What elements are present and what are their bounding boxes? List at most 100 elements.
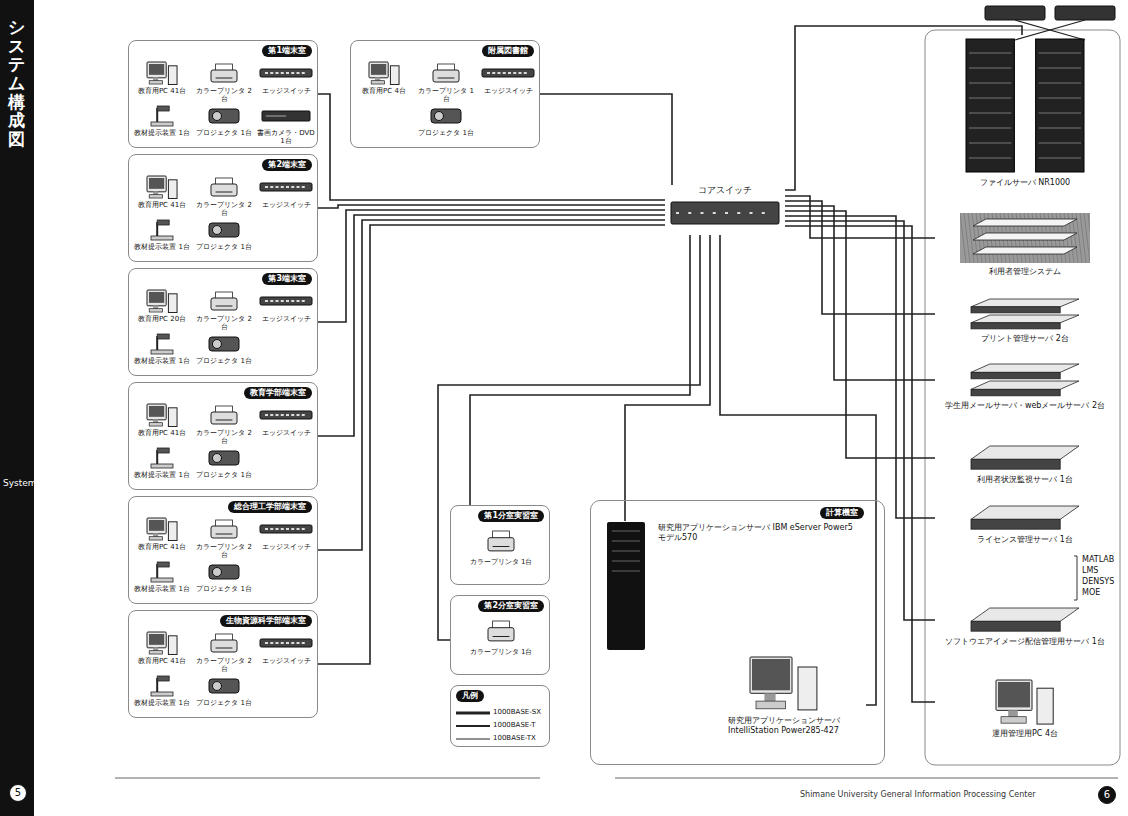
pc-drawing [146,631,178,655]
room-title: 第2分室実習室 [478,600,544,612]
license-item: MATLAB [1082,555,1114,564]
projector-drawing [208,449,240,467]
device-caption: 教材提示装置 1台 [133,471,191,479]
network-cable [438,235,700,640]
server-caption: ソフトウエアイメージ配信管理用サーバ 1台 [935,637,1115,647]
switch-drawing [259,410,313,420]
device-caption: エッジスイッチ [257,657,315,665]
room-title: 第1端末室 [262,45,312,57]
switch-drawing [259,524,313,534]
dvd-icon [261,110,311,122]
projector-drawing [208,563,240,581]
projector-drawing [208,221,240,239]
printer-icon [210,291,238,311]
room-title: 第3端末室 [262,273,312,285]
doccam-drawing [150,219,174,241]
pc-drawing [749,656,819,711]
device-caption: カラープリンタ 1台 [417,87,475,103]
license-bracket [1074,556,1077,600]
doccam-icon [150,675,174,697]
server-caption: 運用管理用PC 4台 [935,729,1115,739]
room-title: 第1分室実習室 [478,510,544,522]
printer-icon [210,405,238,425]
device-caption: エッジスイッチ [257,315,315,323]
printer-drawing [210,291,238,311]
doccam-drawing [150,447,174,469]
device-node: プリント管理サーバ 2台 [935,297,1115,352]
printer-icon [210,633,238,653]
page-number: 5 [9,784,27,802]
device-node: ファイルサーバ NR1000 [935,35,1115,200]
device-caption: 教材提示装置 1台 [133,129,191,137]
device-caption: カラープリンタ 2台 [195,87,253,103]
switch-drawing [670,201,780,225]
device-caption: エッジスイッチ [257,429,315,437]
device-caption: 教育用PC 41台 [133,87,191,95]
switch-drawing [259,296,313,306]
device-caption: プロジェクタ 1台 [195,243,253,251]
device-caption: 教育用PC 41台 [133,543,191,551]
server-caption: 利用者管理システム [935,267,1115,277]
license-item: DENSYS [1082,577,1114,586]
legend-title: 凡例 [456,690,484,702]
doccam-drawing [150,105,174,127]
pc-drawing [146,517,178,541]
projector-icon [430,107,462,125]
switch-drawing [259,68,313,78]
pc-icon [368,61,400,85]
room-title: 教育学部端末室 [244,387,312,399]
footer-text: Shimane University General Information P… [800,790,1036,799]
device-caption: プロジェクタ 1台 [195,471,253,479]
core-switch: コアスイッチ [665,185,785,235]
switch-icon [259,296,313,306]
slab2-icon [970,298,1080,330]
page-number: 6 [1098,786,1116,804]
device-caption: カラープリンタ 2台 [195,543,253,559]
device-caption: プロジェクタ 1台 [195,585,253,593]
slab1-drawing [970,607,1080,633]
legend-text: 1000BASE-SX [493,708,541,716]
printer-icon [210,177,238,197]
network-cable [470,235,690,505]
doccam-icon [150,561,174,583]
printer-drawing [432,63,460,83]
printer-icon [432,63,460,83]
printer-icon [210,63,238,83]
device-caption: カラープリンタ 2台 [195,657,253,673]
device-caption: 教材提示装置 1台 [133,585,191,593]
legend-box: 凡例1000BASE-SX1000BASE-T100BASE-TX [450,685,550,747]
switch-icon [259,524,313,534]
room-title: 生物資源科学部端末室 [220,615,312,627]
device-caption: プロジェクタ 1台 [195,357,253,365]
switch-icon [670,201,780,225]
doccam-icon [150,447,174,469]
printer-icon [210,519,238,539]
room-box: 第3端末室教育用PC 20台カラープリンタ 2台エッジスイッチ教材提示装置 1台… [128,268,318,376]
switch-icon [259,182,313,192]
pc-icon [995,679,1055,725]
device-caption: 教材提示装置 1台 [133,243,191,251]
license-item: LMS [1082,566,1098,575]
slab2-drawing [970,363,1080,397]
switch-icon [259,68,313,78]
device-caption: プロジェクタ 1台 [417,129,475,137]
room-box: 教育学部端末室教育用PC 41台カラープリンタ 2台エッジスイッチ教材提示装置 … [128,382,318,490]
projector-drawing [208,107,240,125]
projector-drawing [208,677,240,695]
server-caption: 研究用アプリケーションサーバ IntelliStation Power285-4… [701,716,866,735]
server-caption: ファイルサーバ NR1000 [935,178,1115,188]
device-caption: エッジスイッチ [479,87,537,95]
switch-icon [259,638,313,648]
device-caption: 書画カメラ・DVD 1台 [257,129,315,145]
device-caption: カラープリンタ 2台 [195,429,253,445]
slab1-drawing [970,505,1080,531]
projector-drawing [208,335,240,353]
legend-text: 100BASE-TX [493,734,536,742]
device-caption: プロジェクタ 1台 [195,129,253,137]
pc-drawing [146,403,178,427]
device-caption: 教育用PC 4台 [355,87,413,95]
footer-rule [115,778,1118,779]
printer-drawing [210,405,238,425]
device-caption: エッジスイッチ [257,201,315,209]
slab1-icon [970,445,1080,471]
